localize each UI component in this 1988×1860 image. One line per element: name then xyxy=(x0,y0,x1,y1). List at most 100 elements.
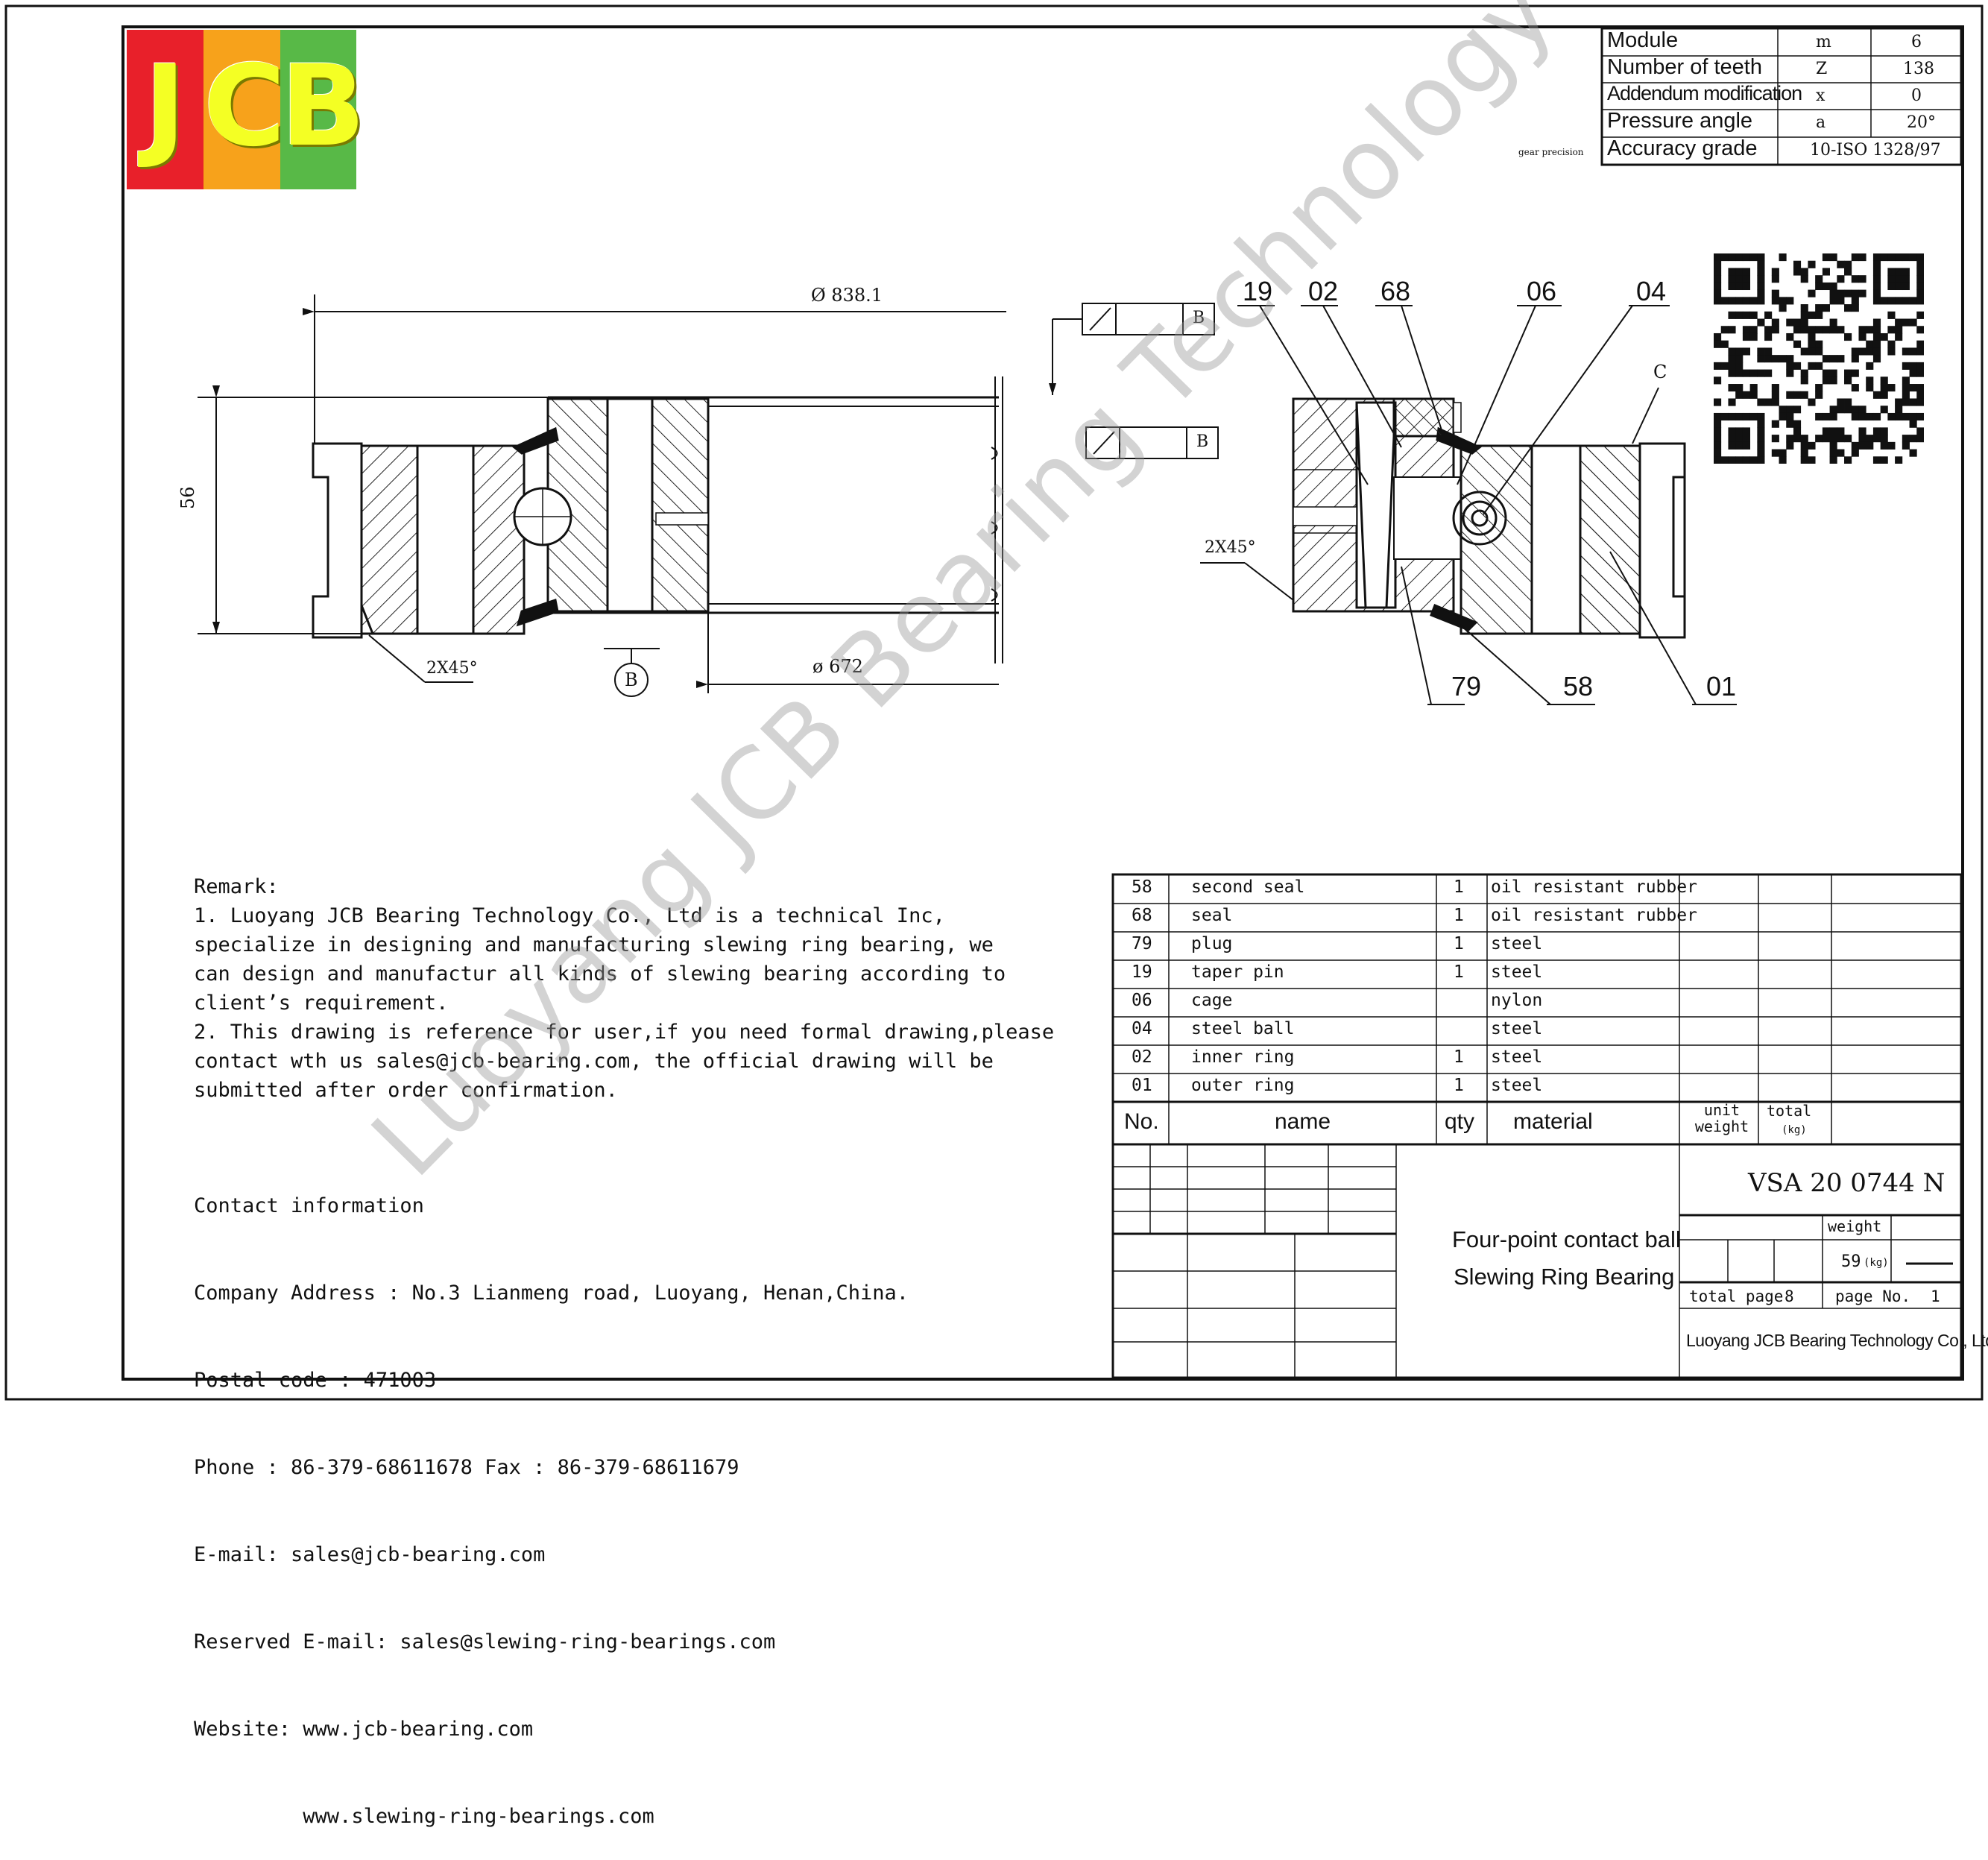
bom-cell-name: second seal xyxy=(1191,877,1305,897)
callout-06: 06 xyxy=(1527,276,1557,306)
bom-cell-material: steel xyxy=(1491,1076,1543,1095)
bom-cell-qty: 1 xyxy=(1454,1076,1464,1095)
tolerance-frame-1 xyxy=(1049,303,1215,395)
gear-value-addendum: 0 xyxy=(1911,86,1922,105)
bom-header-no: No. xyxy=(1124,1109,1159,1134)
bom-header-name: name xyxy=(1275,1109,1331,1134)
weight-unit: (kg) xyxy=(1864,1257,1889,1269)
dim-outer-diameter xyxy=(303,294,1006,444)
title-line-1: Four-point contact ball xyxy=(1452,1226,1681,1252)
bom-cell-material: steel xyxy=(1491,962,1543,982)
contact-line: www.slewing-ring-bearings.com xyxy=(194,1805,654,1828)
gear-value-module: 6 xyxy=(1911,33,1922,51)
callout-19: 19 xyxy=(1243,276,1273,306)
gear-symbol-addendum: x xyxy=(1816,86,1826,105)
bom-cell-qty: 1 xyxy=(1454,877,1464,897)
bom-cell-material: steel xyxy=(1491,934,1543,953)
jcb-logo: J C B xyxy=(127,30,365,189)
remark-line: Remark: xyxy=(194,875,279,898)
outer-frame xyxy=(4,4,1984,1401)
page-no-value: 1 xyxy=(1931,1287,1940,1305)
gear-label-addendum: Addendum modification xyxy=(1607,82,1802,104)
remark-block: Remark: 1. Luoyang JCB Bearing Technolog… xyxy=(194,872,1054,1105)
callout-04: 04 xyxy=(1636,276,1667,306)
bom-cell-no: 58 xyxy=(1132,877,1152,897)
bom-header-total: total xyxy=(1767,1102,1812,1120)
label-height: 56 xyxy=(177,486,198,509)
gear-value-teeth: 138 xyxy=(1903,60,1934,78)
bom-header-kg: (kg) xyxy=(1782,1124,1807,1136)
bom-cell-qty: 1 xyxy=(1454,934,1464,953)
gear-value-pressure: 20° xyxy=(1907,113,1936,132)
callout-79: 79 xyxy=(1451,671,1482,702)
bom-cell-qty: 1 xyxy=(1454,1047,1464,1067)
gear-label-accuracy: Accuracy grade xyxy=(1607,136,1758,160)
title-line-2: Slewing Ring Bearing xyxy=(1454,1264,1675,1290)
break-lines xyxy=(991,376,1003,663)
callout-01: 01 xyxy=(1706,671,1737,702)
remark-line: can design and manufactur all kinds of s… xyxy=(194,962,1006,986)
gear-label-teeth: Number of teeth xyxy=(1607,55,1762,79)
gear-label-pressure: Pressure angle xyxy=(1607,109,1753,133)
gear-label-module: Module xyxy=(1607,28,1679,52)
logo-block-j: J xyxy=(127,30,203,189)
contact-line: Reserved E-mail: sales@slewing-ring-bear… xyxy=(194,1630,776,1653)
technical-drawing xyxy=(4,4,1984,1401)
bom-cell-no: 79 xyxy=(1132,934,1152,953)
label-surface-c: C xyxy=(1653,362,1667,382)
gear-symbol-pressure: a xyxy=(1816,113,1826,132)
label-inner-diameter: ø 672 xyxy=(812,656,863,677)
callout-58: 58 xyxy=(1563,671,1594,702)
logo-block-c: C xyxy=(203,30,285,189)
weight-value: 59 xyxy=(1841,1252,1861,1271)
logo-letter-j: J xyxy=(144,42,186,171)
bom-cell-material: oil resistant rubber xyxy=(1491,877,1697,897)
bom-cell-material: oil resistant rubber xyxy=(1491,906,1697,925)
contact-line: Website: www.jcb-bearing.com xyxy=(194,1718,534,1741)
label-tolerance-2: B xyxy=(1196,432,1209,451)
bom-cell-no: 04 xyxy=(1132,1019,1152,1038)
gear-value-accuracy: 10-ISO 1328/97 xyxy=(1810,141,1941,160)
callout-02: 02 xyxy=(1308,276,1339,306)
gear-table-grid xyxy=(1600,27,1963,166)
tolerance-frame-2 xyxy=(1085,426,1219,459)
callout-leaders xyxy=(1200,305,1737,705)
gear-symbol-teeth: Z xyxy=(1816,60,1828,78)
bom-cell-material: steel xyxy=(1491,1047,1543,1067)
left-section xyxy=(312,396,999,683)
contact-line: Contact information xyxy=(194,1194,424,1217)
remark-line: client’s requirement. xyxy=(194,992,449,1015)
bom-cell-no: 68 xyxy=(1132,906,1152,925)
right-section xyxy=(1292,397,1686,639)
datum-b-symbol xyxy=(604,648,660,697)
contact-line: E-mail: sales@jcb-bearing.com xyxy=(194,1543,546,1566)
label-datum-b: B xyxy=(625,669,638,690)
bom-cell-no: 02 xyxy=(1132,1047,1152,1067)
bom-header-qty: qty xyxy=(1445,1109,1475,1134)
bom-cell-name: cage xyxy=(1191,991,1233,1010)
label-chamfer-left: 2X45° xyxy=(426,659,478,678)
bom-cell-no: 06 xyxy=(1132,991,1152,1010)
label-outer-diameter: Ø 838.1 xyxy=(811,285,883,306)
remark-line: contact wth us sales@jcb-bearing.com, th… xyxy=(194,1050,994,1073)
contact-block: Contact information Company Address : No… xyxy=(194,1133,909,1860)
part-number: VSA 20 0744 N xyxy=(1748,1168,1946,1198)
bom-cell-no: 19 xyxy=(1132,962,1152,982)
bom-cell-name: plug xyxy=(1191,934,1233,953)
label-tolerance-1: B xyxy=(1193,309,1205,327)
dim-inner-diameter xyxy=(696,613,999,693)
gear-precision-note: gear precision xyxy=(1518,147,1584,157)
bom-cell-qty: 1 xyxy=(1454,906,1464,925)
company-name: Luoyang JCB Bearing Technology Co., Ltd xyxy=(1686,1331,1988,1350)
callout-68: 68 xyxy=(1380,276,1411,306)
contact-line: Phone : 86-379-68611678 Fax : 86-379-686… xyxy=(194,1456,739,1479)
total-page-value: 8 xyxy=(1785,1287,1794,1305)
remark-line: submitted after order confirmation. xyxy=(194,1079,618,1102)
remark-line: specialize in designing and manufacturin… xyxy=(194,933,994,956)
bom-cell-material: steel xyxy=(1491,1019,1543,1038)
contact-line: Company Address : No.3 Lianmeng road, Lu… xyxy=(194,1281,909,1305)
inner-frame xyxy=(122,25,1964,1381)
bom-cell-no: 01 xyxy=(1132,1076,1152,1095)
bom-cell-name: steel ball xyxy=(1191,1019,1295,1038)
page-no-label: page No. xyxy=(1835,1287,1911,1305)
